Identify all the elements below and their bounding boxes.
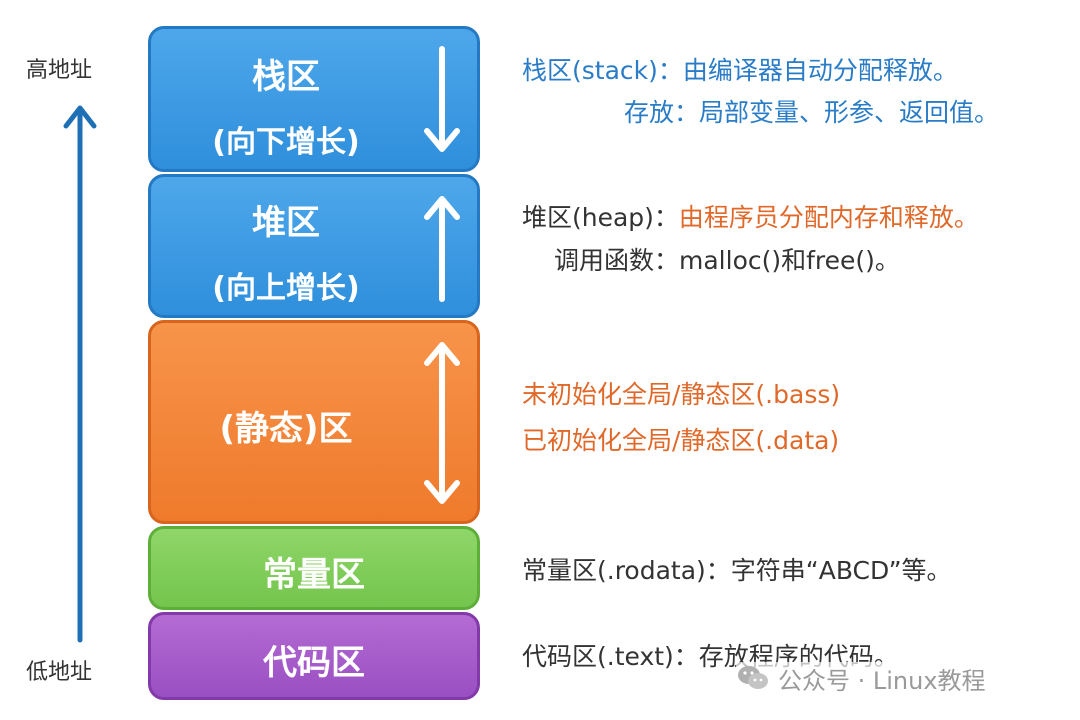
- high-address-label: 高地址: [26, 58, 93, 83]
- static-desc-line2: 已初始化全局/静态区(.data): [522, 426, 840, 455]
- heap-desc-label: 堆区(heap)：: [522, 203, 679, 232]
- constant-desc: 常量区(.rodata)：字符串“ABCD”等。: [522, 556, 952, 585]
- stack-subtitle: (向下增长): [212, 125, 360, 160]
- static-desc-line1: 未初始化全局/静态区(.bass): [522, 380, 841, 409]
- code-title: 代码区: [263, 643, 365, 683]
- heap-desc-text: 由程序员分配内存和释放。: [678, 203, 979, 232]
- address-axis-arrow-icon: [63, 105, 97, 643]
- arrow-up-icon: [424, 196, 460, 302]
- low-address-label: 低地址: [26, 660, 93, 685]
- watermark: 公众号 · Linux教程: [736, 662, 986, 695]
- stack-desc-label: 栈区(stack)：: [522, 56, 683, 85]
- heap-block: 堆区 (向上增长): [148, 174, 480, 318]
- heap-title: 堆区: [252, 203, 320, 243]
- watermark-text: 公众号 · Linux教程: [778, 666, 986, 695]
- arrow-down-icon: [424, 46, 460, 152]
- stack-desc-line2: 存放：局部变量、形参、返回值。: [624, 98, 1000, 127]
- wechat-icon: [738, 666, 768, 689]
- code-block: 代码区: [148, 612, 480, 700]
- constant-block: 常量区: [148, 526, 480, 610]
- stack-block: 栈区 (向下增长): [148, 26, 480, 172]
- stack-desc-text: 由编译器自动分配释放。: [682, 56, 958, 85]
- heap-subtitle: (向上增长): [212, 271, 360, 306]
- heap-desc-line2: 调用函数：malloc()和free()。: [554, 246, 900, 275]
- heap-desc-line1: 堆区(heap)：由程序员分配内存和释放。: [522, 205, 979, 230]
- stack-desc-line1: 栈区(stack)：由编译器自动分配释放。: [522, 58, 958, 83]
- arrow-up-down-icon: [424, 342, 460, 504]
- static-block: (静态)区: [148, 320, 480, 524]
- constant-title: 常量区: [263, 555, 365, 595]
- static-title: (静态)区: [219, 409, 353, 449]
- stack-title: 栈区: [252, 57, 320, 97]
